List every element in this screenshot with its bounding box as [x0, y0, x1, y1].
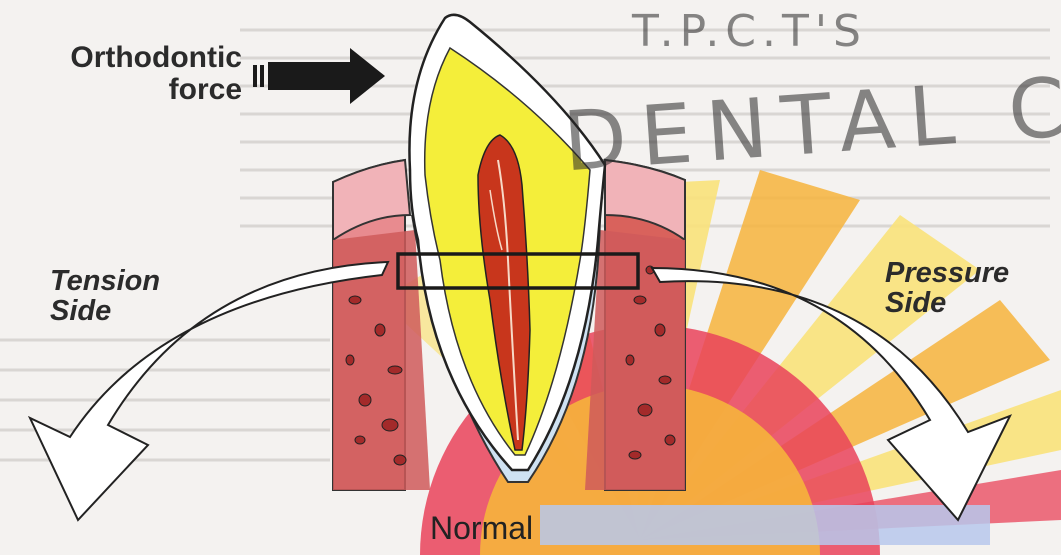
watermark-top: T.P.C.T'S [632, 6, 867, 57]
force-label-line2: force [10, 74, 242, 106]
orthodontic-force-label: Orthodontic force [10, 42, 242, 105]
tension-label-line1: Tension [50, 266, 160, 296]
force-arrow [253, 48, 385, 104]
tension-label-line2: Side [50, 296, 160, 326]
caption-normal: Normal [430, 512, 533, 546]
pressure-label-line2: Side [885, 288, 1009, 318]
force-label-line1: Orthodontic [10, 42, 242, 74]
tension-side-label: Tension Side [50, 266, 160, 327]
pressure-label-line1: Pressure [885, 258, 1009, 288]
pressure-side-label: Pressure Side [885, 258, 1009, 319]
